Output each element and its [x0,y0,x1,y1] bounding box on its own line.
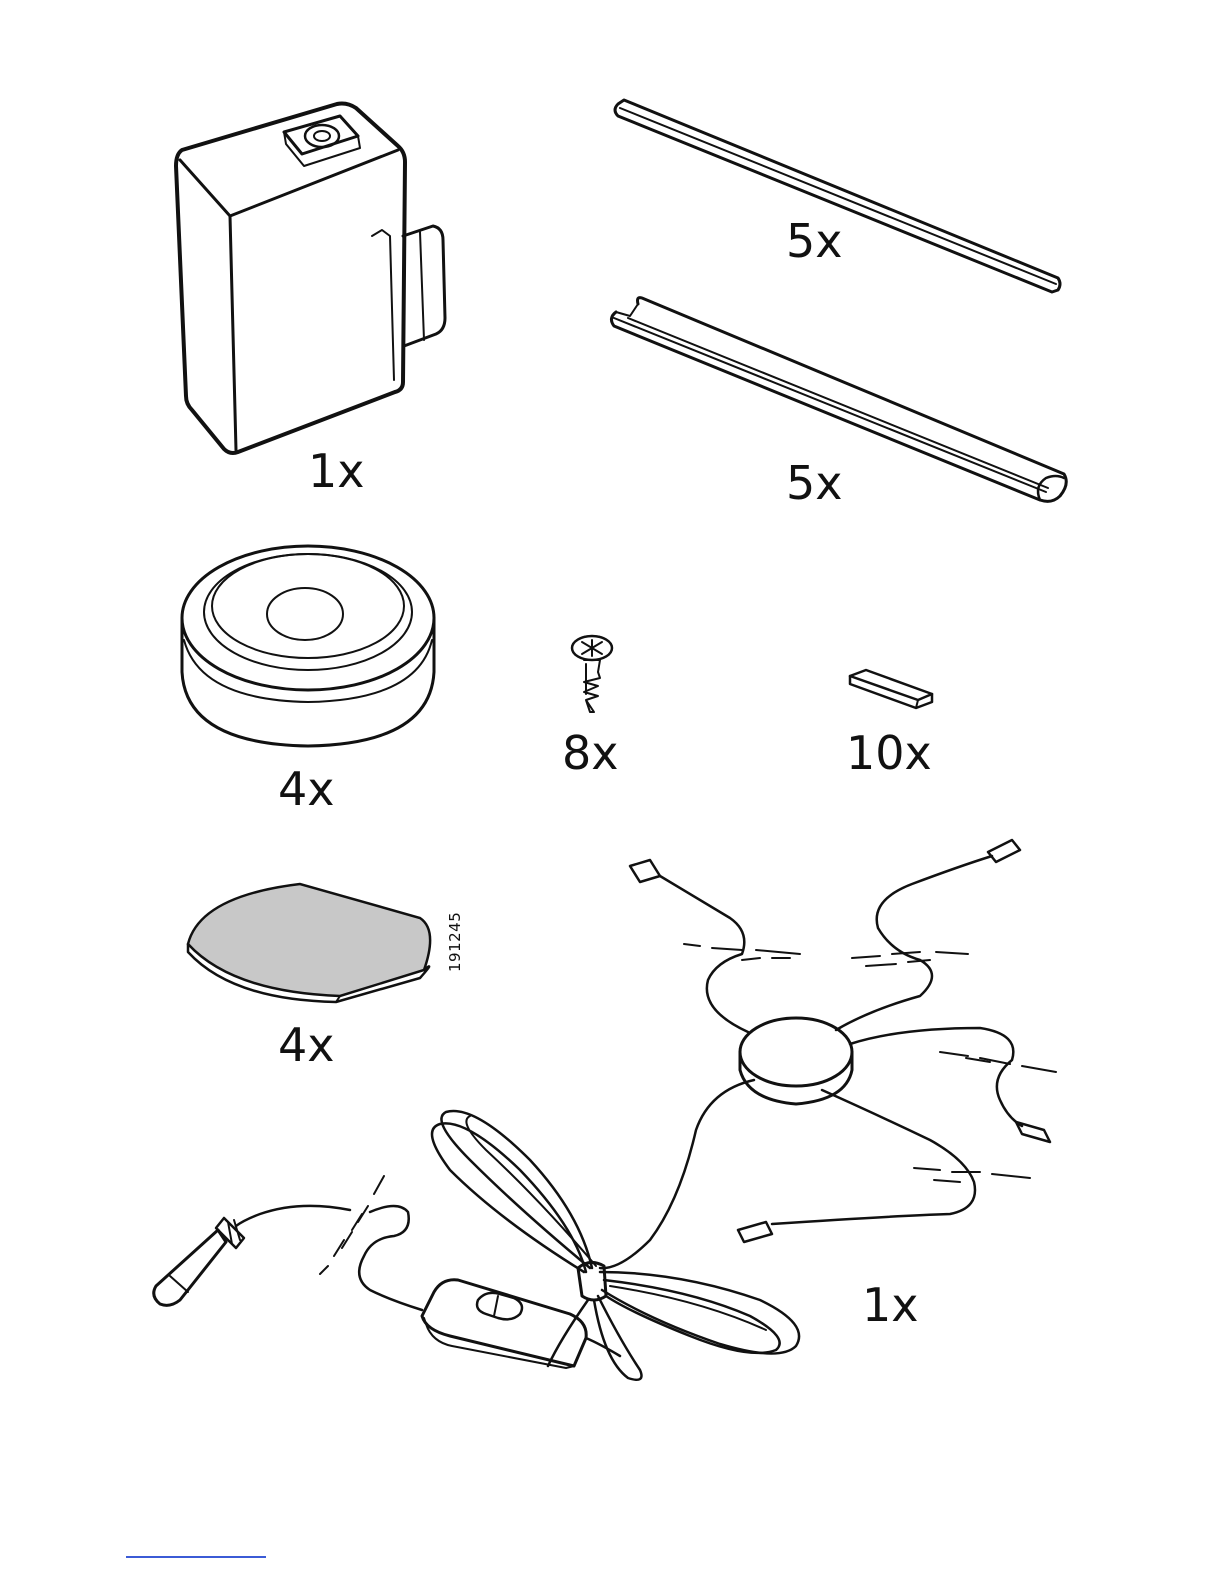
qty-screw: 8x [562,730,619,776]
power-adapter-illustration [176,104,445,454]
puck-light-illustration [182,546,434,746]
qty-power-adapter: 1x [308,448,365,494]
adhesive-plate-illustration [188,884,430,1002]
qty-cable-channel: 5x [786,460,843,506]
article-number: 191245 [446,912,464,972]
qty-adhesive-pad: 10x [846,730,932,776]
adhesive-pad-illustration [850,670,932,708]
footer-link-line[interactable] [126,1556,266,1558]
qty-adhesive-plate: 4x [278,1022,335,1068]
qty-cable-distributor: 1x [862,1282,919,1328]
screw-illustration [572,636,612,712]
qty-puck-light: 4x [278,766,335,812]
qty-cover-strip: 5x [786,218,843,264]
